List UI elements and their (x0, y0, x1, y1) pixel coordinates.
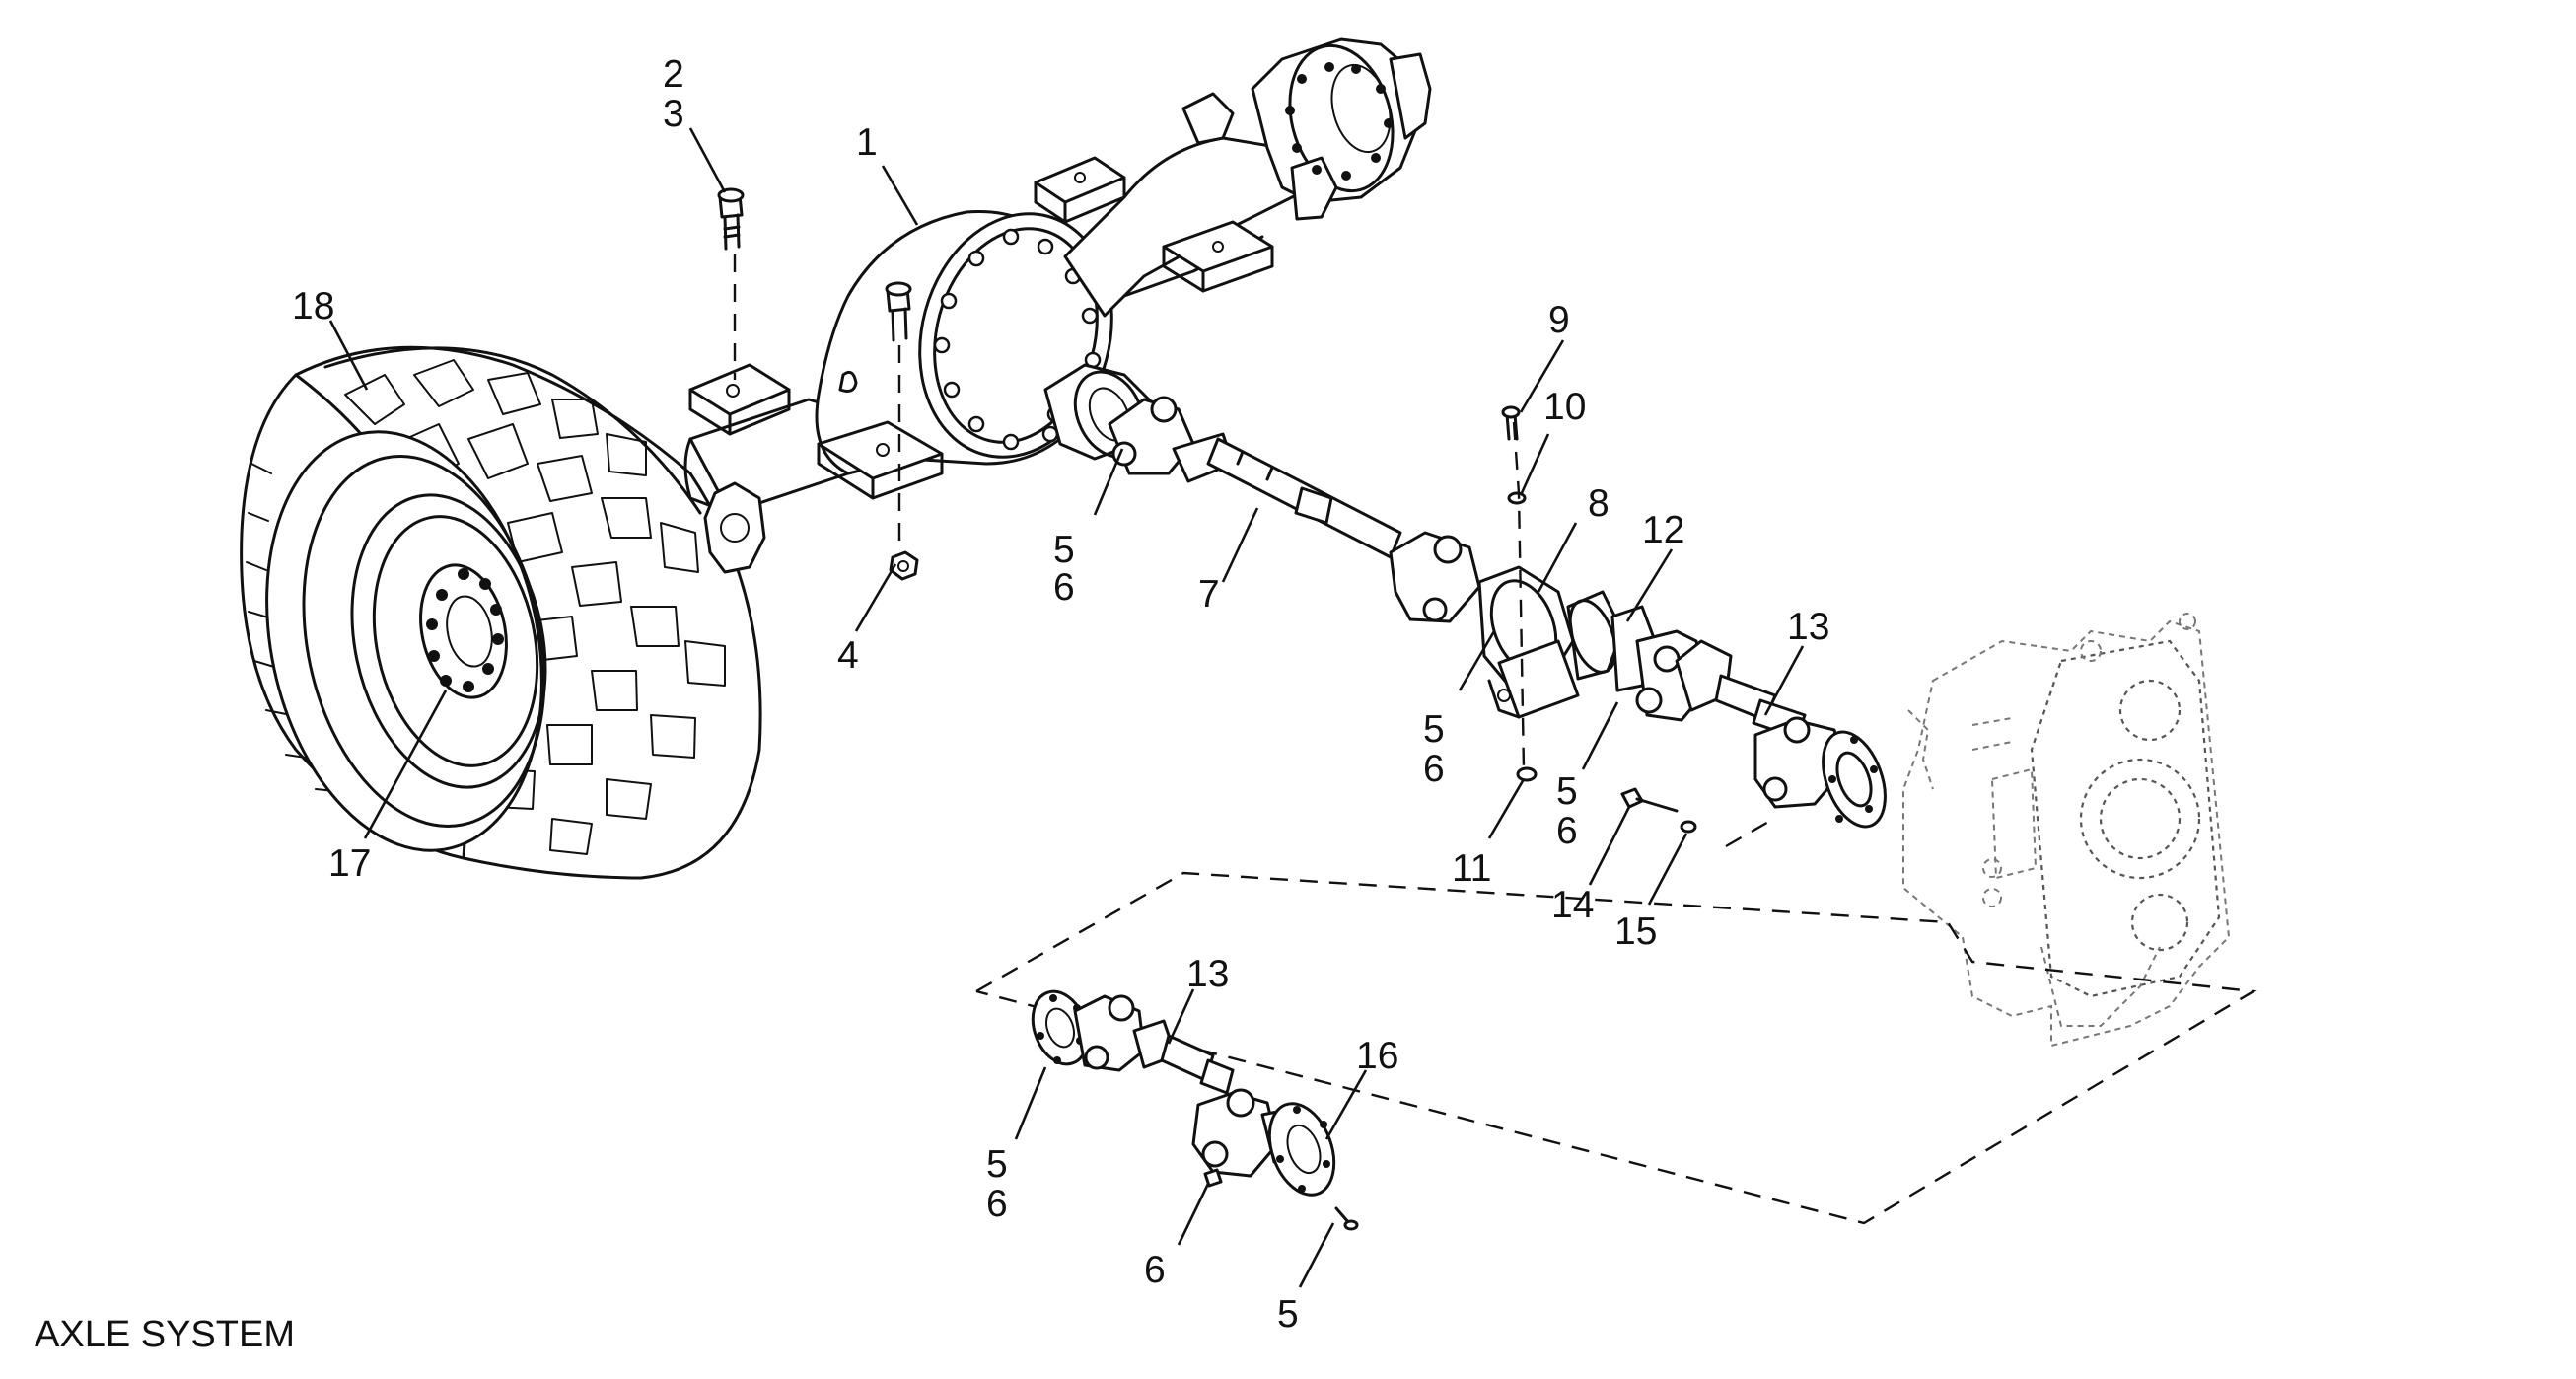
assembly-lines (733, 254, 2257, 1225)
callout-5-spare: 5 (986, 1143, 1008, 1186)
callout-14: 14 (1551, 884, 1594, 926)
nut-11 (1516, 766, 1538, 782)
diagram-title: AXLE SYSTEM (35, 1314, 295, 1355)
bolt-14 (1620, 787, 1679, 813)
leader-lines (328, 127, 1805, 1288)
carrier-bolt (1501, 405, 1521, 441)
callout-5-pinion: 5 (1053, 529, 1075, 571)
callout-13-spare: 13 (1186, 953, 1229, 995)
callout-11: 11 (1452, 847, 1492, 890)
callout-6-rear: 6 (1556, 810, 1578, 852)
callout-18: 18 (292, 285, 334, 327)
callout-7: 7 (1198, 573, 1220, 616)
callout-6-spare-bottom: 6 (1144, 1249, 1166, 1291)
drive-shaft (1108, 396, 1887, 829)
callout-15: 15 (1614, 910, 1657, 953)
washer-10 (1507, 491, 1527, 505)
spare-drive-shaft (1031, 989, 1359, 1231)
wheel-rim (265, 430, 547, 852)
callout-6-spare: 6 (986, 1183, 1008, 1225)
callout-4: 4 (837, 634, 859, 677)
callout-5-center: 5 (1423, 708, 1445, 751)
callout-12: 12 (1642, 509, 1684, 551)
callout-3: 3 (663, 93, 684, 135)
callout-5-spare-bottom: 5 (1277, 1293, 1299, 1336)
callout-10: 10 (1543, 386, 1586, 428)
callout-13: 13 (1787, 606, 1829, 648)
transmission-housing (1902, 613, 2231, 1048)
callout-2: 2 (663, 53, 684, 96)
callout-16: 16 (1356, 1035, 1398, 1077)
callout-5-rear: 5 (1556, 770, 1578, 813)
callout-9: 9 (1548, 299, 1570, 341)
wheel-studs (426, 568, 504, 692)
washer-15 (1680, 820, 1697, 834)
callout-labels: 1 2 3 4 5 6 7 8 5 6 9 10 11 12 5 6 13 14… (292, 53, 1829, 1336)
axle-housing (683, 37, 1432, 574)
callout-6-pinion: 6 (1053, 566, 1075, 609)
callout-6-center: 6 (1423, 748, 1445, 790)
callout-1: 1 (856, 121, 878, 164)
callout-17: 17 (328, 842, 371, 885)
callout-8: 8 (1588, 482, 1610, 525)
